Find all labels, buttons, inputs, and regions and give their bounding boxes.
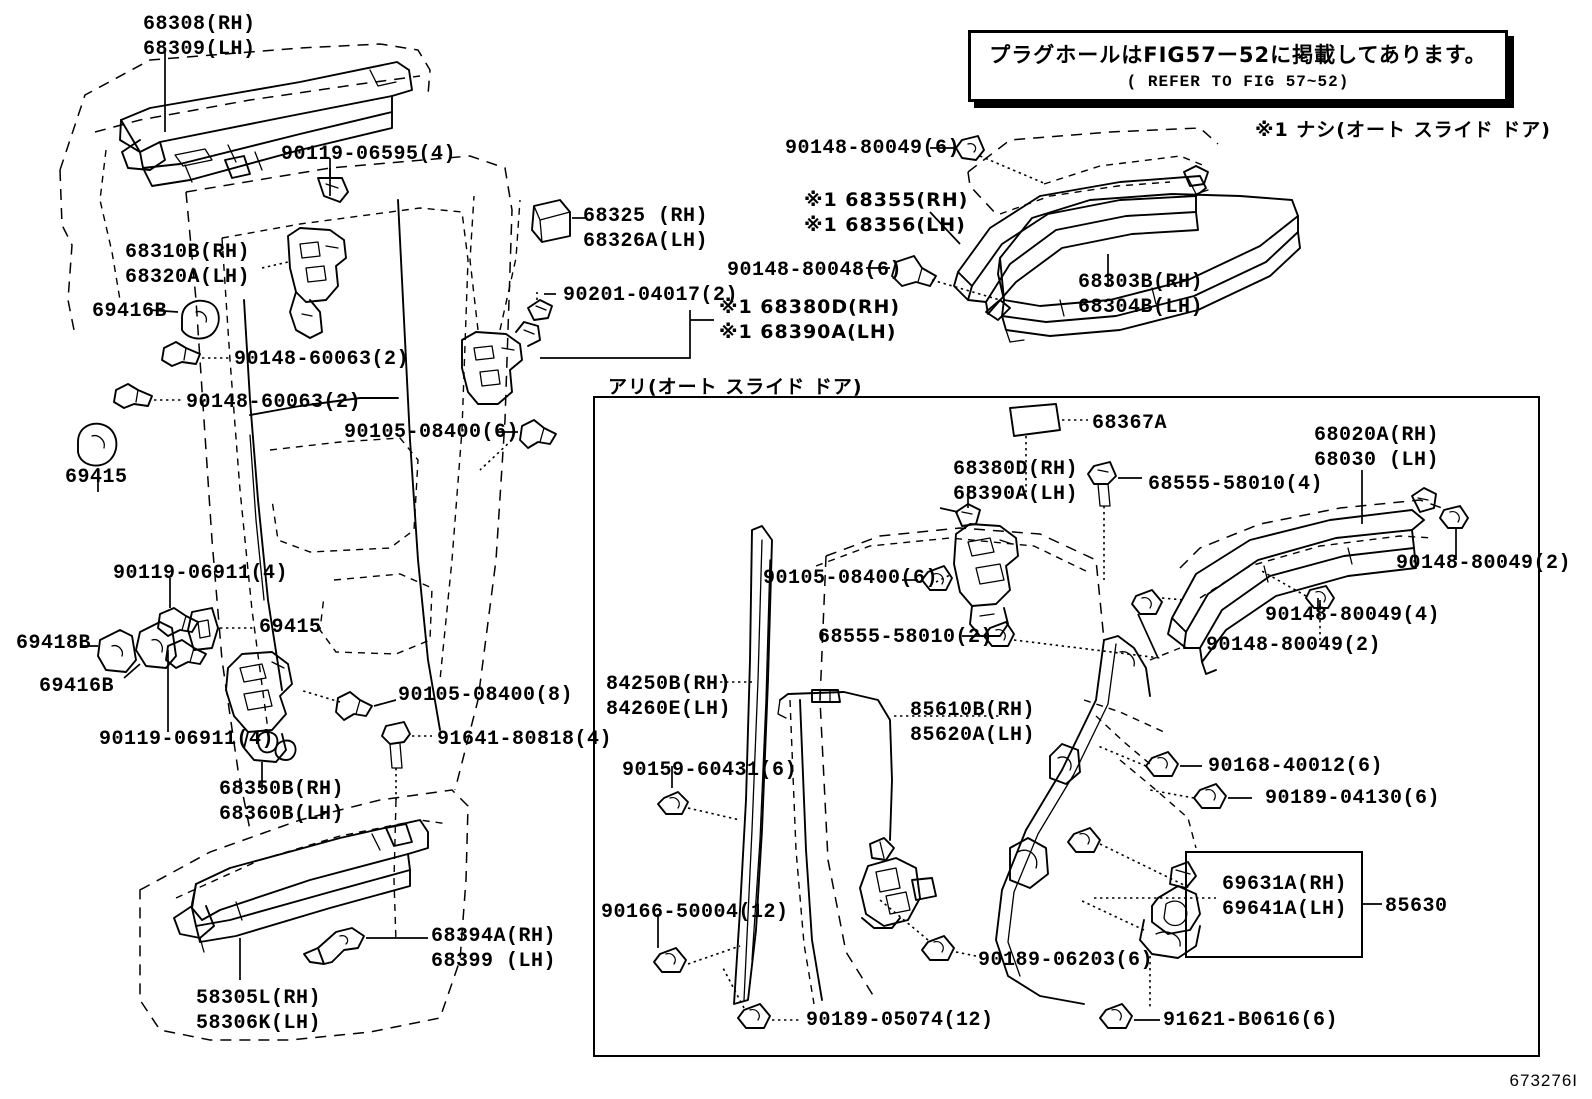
part-label-90119-06911-b: 90119-06911(4) [99, 728, 275, 751]
legend-note-asterisk1: ※1 ナシ(オート スライド ドア) [1255, 119, 1551, 141]
part-label-90189-06203: 90189-06203(6) [978, 949, 1154, 972]
part-label-68310B: 68310B(RH)68320A(LH) [125, 241, 251, 289]
part-label-90148-80049-2-right: 90148-80049(2) [1396, 552, 1572, 575]
part-label-68394A: 68394A(RH)68399 (LH) [431, 925, 557, 973]
part-label-69416B-upper: 69416B [92, 300, 168, 323]
part-label-90189-04130: 90189-04130(6) [1265, 787, 1441, 810]
part-label-84250B: 84250B(RH)84260E(LH) [606, 673, 732, 721]
part-label-90168-40012: 90168-40012(6) [1208, 755, 1384, 778]
part-label-90119-06911-a: 90119-06911(4) [113, 562, 289, 585]
part-label-90119-06595: 90119-06595(4) [281, 143, 457, 166]
part-label-69418B: 69418B [16, 632, 92, 655]
part-label-85630: 85630 [1385, 895, 1448, 918]
part-label-90189-05074: 90189-05074(12) [806, 1009, 994, 1032]
part-label-68380D-left: ※1 68380D(RH)※1 68390A(LH) [719, 296, 901, 343]
part-label-91641-80818: 91641-80818(4) [437, 728, 613, 751]
part-label-90148-80049-2-left: 90148-80049(2) [1206, 634, 1382, 657]
reference-notice-box: プラグホールはFIG57ー52に掲載してあります。 ( REFER TO FIG… [968, 30, 1508, 102]
part-label-68020A: 68020A(RH)68030 (LH) [1314, 424, 1440, 472]
part-label-90148-80049-4: 90148-80049(4) [1265, 604, 1441, 627]
part-label-85610B: 85610B(RH)85620A(LH) [910, 699, 1036, 747]
part-label-68325: 68325 (RH)68326A(LH) [583, 205, 709, 253]
part-label-90201-04017: 90201-04017(2) [563, 284, 739, 307]
part-label-68308: 68308(RH)68309(LH) [143, 13, 256, 61]
part-label-90148-60063-b: 90148-60063(2) [186, 391, 362, 414]
notice-line-jp: プラグホールはFIG57ー52に掲載してあります。 [989, 43, 1487, 67]
motor-assembly-subbox [1185, 851, 1363, 958]
auto-slide-door-panel [593, 396, 1540, 1057]
part-label-68555-58010-2: 68555-58010(2) [818, 626, 994, 649]
figure-id-code: 673276I [1509, 1071, 1578, 1090]
part-label-58305L: 58305L(RH)58306K(LH) [196, 987, 322, 1035]
part-label-69416B-lower: 69416B [39, 675, 115, 698]
part-label-90105-08400-6: 90105-08400(6) [344, 421, 520, 444]
part-label-90105-08400-6-panel: 90105-08400(6) [763, 567, 939, 590]
part-label-91621-B0616: 91621-B0616(6) [1163, 1009, 1339, 1032]
notice-line-en: ( REFER TO FIG 57~52) [1126, 73, 1350, 91]
panel-caption-auto-slide-door: アリ(オート スライド ドア) [608, 376, 863, 398]
part-label-90148-60063-a: 90148-60063(2) [234, 348, 410, 371]
part-label-90159-60431: 90159-60431(6) [622, 759, 798, 782]
part-label-68303B: 68303B(RH)68304B(LH) [1078, 271, 1204, 319]
part-label-90105-08400-8: 90105-08400(8) [398, 684, 574, 707]
part-label-69631A: 69631A(RH)69641A(LH) [1222, 873, 1348, 921]
part-label-90148-80049-6: 90148-80049(6) [785, 137, 961, 160]
part-label-68367A: 68367A [1092, 412, 1168, 435]
part-label-90166-50004: 90166-50004(12) [601, 901, 789, 924]
part-label-68355: ※1 68355(RH)※1 68356(LH) [804, 189, 969, 236]
part-label-68555-58010-4: 68555-58010(4) [1148, 473, 1324, 496]
part-label-69415-lower: 69415 [259, 616, 322, 639]
part-label-68350B: 68350B(RH)68360B(LH) [219, 778, 345, 826]
part-label-69415-upper: 69415 [65, 466, 128, 489]
part-label-90148-80048-6: 90148-80048(6) [727, 259, 903, 282]
part-label-68380D-panel: 68380D(RH)68390A(LH) [953, 458, 1079, 506]
